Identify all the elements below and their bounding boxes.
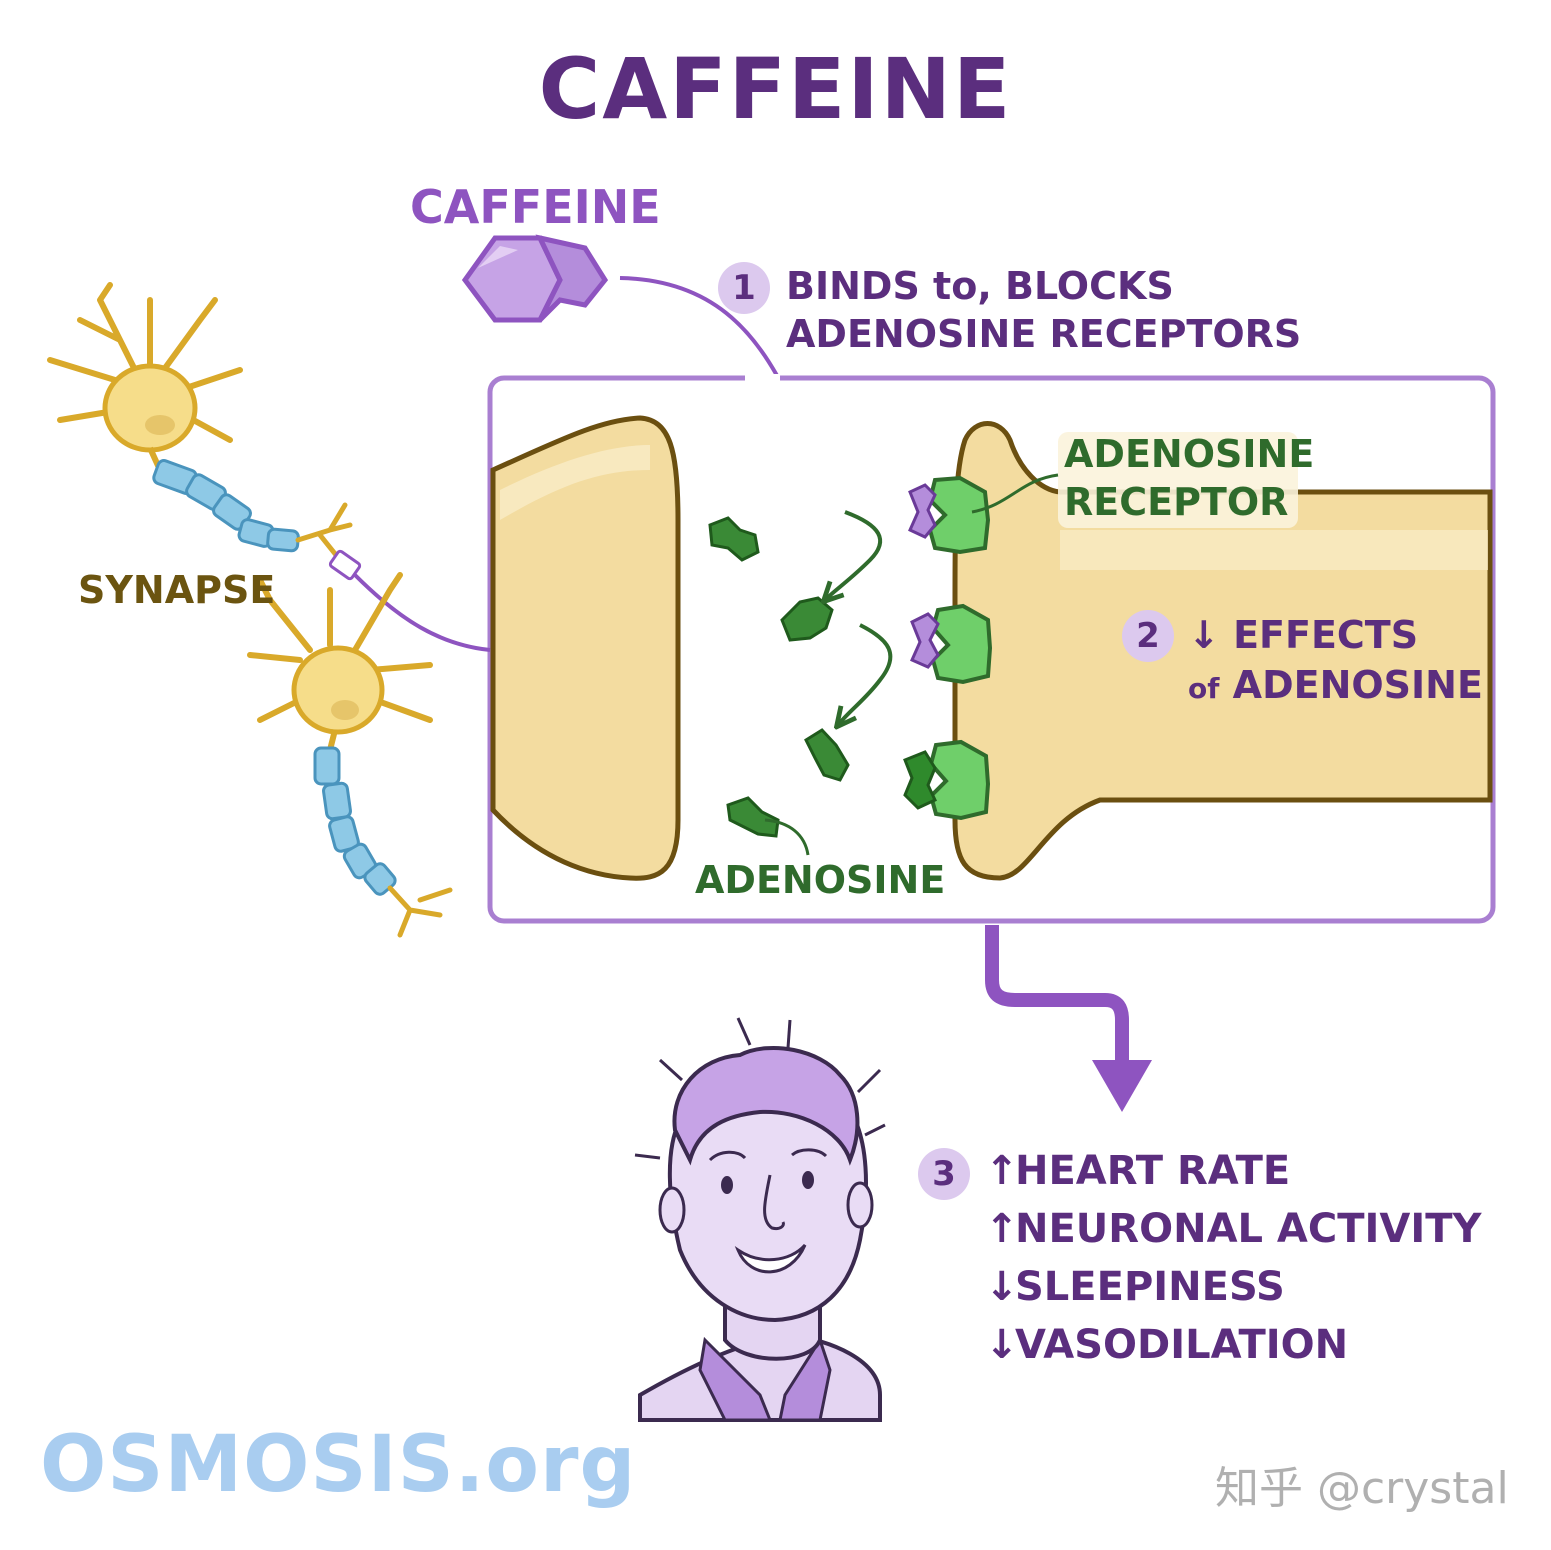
receptor-label-line-1: ADENOSINE xyxy=(1064,430,1314,478)
osmosis-logo: OSMOSIS.org xyxy=(40,1420,636,1510)
effect-item: ↑NEURONAL ACTIVITY xyxy=(985,1206,1482,1252)
caffeine-molecule-icon xyxy=(465,238,605,320)
outcome-arrow xyxy=(992,925,1122,1065)
adenosine-label: ADENOSINE xyxy=(695,858,945,902)
neuron-icon xyxy=(50,285,350,560)
step-2-text: ↓ EFFECTS of ADENOSINE xyxy=(1188,610,1483,714)
synapse-label: SYNAPSE xyxy=(78,568,275,612)
caffeine-label: CAFFEINE xyxy=(410,180,661,234)
down-arrow-icon: ↓ xyxy=(985,1322,1015,1368)
receptor-label: ADENOSINE RECEPTOR xyxy=(1064,430,1314,526)
up-arrow-icon: ↑ xyxy=(985,1206,1015,1252)
step-2-line-1: EFFECTS xyxy=(1233,613,1418,657)
down-arrow-icon: ↓ xyxy=(985,1264,1015,1310)
effect-text: HEART RATE xyxy=(1015,1148,1290,1194)
effect-text: SLEEPINESS xyxy=(1015,1264,1285,1310)
step-2-badge: 2 xyxy=(1122,610,1174,662)
step-1-line-1: BINDS to, BLOCKS xyxy=(786,262,1301,310)
effect-text: VASODILATION xyxy=(1015,1322,1348,1368)
effect-text: NEURONAL ACTIVITY xyxy=(1015,1206,1482,1252)
step-2-prefix: of xyxy=(1188,672,1219,705)
page-title: CAFFEINE xyxy=(0,40,1551,138)
step-3-badge: 3 xyxy=(918,1148,970,1200)
down-arrow-icon: ↓ xyxy=(1188,613,1220,657)
step-1-text: BINDS to, BLOCKS ADENOSINE RECEPTORS xyxy=(786,262,1301,358)
watermark-credit: 知乎 @crystal xyxy=(1215,1452,1509,1516)
effect-item: ↑HEART RATE xyxy=(985,1148,1290,1194)
step-1-badge: 1 xyxy=(718,262,770,314)
presynaptic-terminal xyxy=(493,418,678,878)
step-1-line-2: ADENOSINE RECEPTORS xyxy=(786,310,1301,358)
up-arrow-icon: ↑ xyxy=(985,1148,1015,1194)
receptor-label-line-2: RECEPTOR xyxy=(1064,478,1314,526)
step-2-line-2: ADENOSINE xyxy=(1233,663,1483,707)
effect-item: ↓VASODILATION xyxy=(985,1322,1348,1368)
effect-item: ↓SLEEPINESS xyxy=(985,1264,1285,1310)
person-face-icon xyxy=(635,1018,885,1420)
